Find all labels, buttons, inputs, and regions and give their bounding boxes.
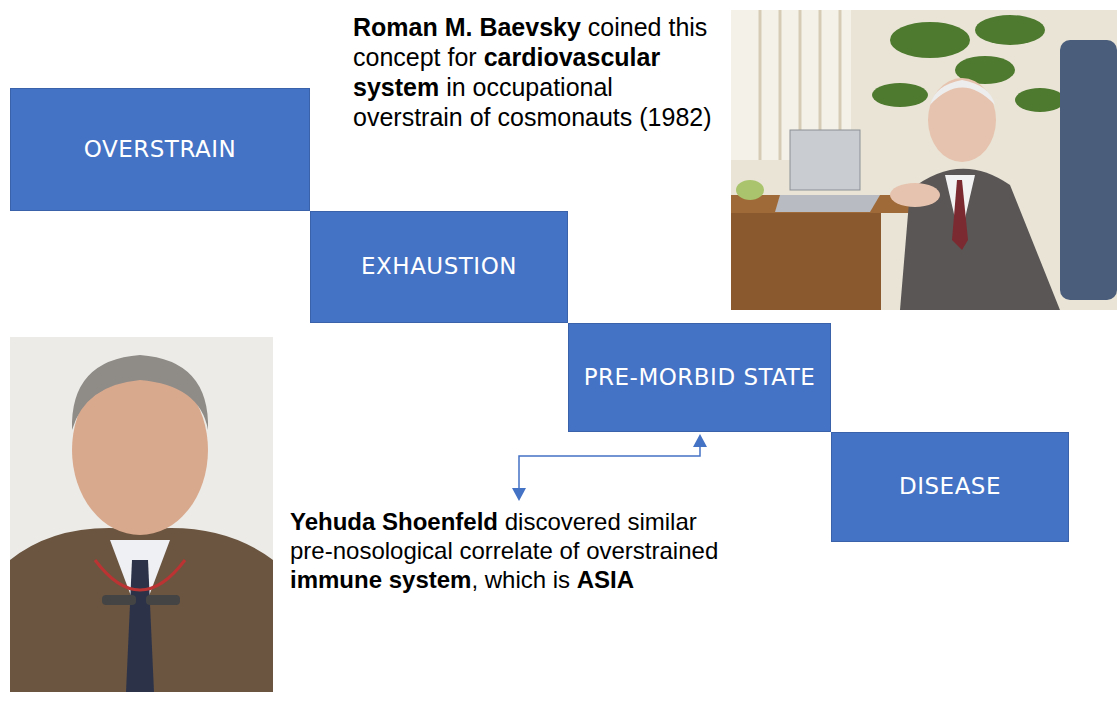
box-label: DISEASE (899, 472, 1001, 502)
emphasis-text: Yehuda Shoenfeld (290, 508, 498, 535)
leader-arrow (512, 434, 707, 501)
box-label: PRE-MORBID STATE (584, 363, 816, 393)
box-label: OVERSTRAIN (84, 135, 236, 165)
emphasis-text: immune system (290, 566, 471, 593)
process-box: DISEASE (831, 432, 1069, 542)
shoenfeld-photo (10, 337, 273, 692)
baevsky-photo (731, 10, 1117, 310)
note-text: , which is (471, 566, 570, 593)
emphasis-text: ASIA (577, 566, 634, 593)
process-box: EXHAUSTION (310, 211, 568, 323)
process-box: OVERSTRAIN (10, 88, 310, 211)
box-label: EXHAUSTION (361, 252, 517, 282)
emphasis-text: Roman M. Baevsky (353, 13, 581, 41)
process-box: PRE-MORBID STATE (568, 323, 831, 432)
note-text: Roman M. Baevsky coined this concept for… (353, 12, 725, 132)
note-text: Yehuda Shoenfeld discovered similar pre-… (290, 508, 740, 594)
